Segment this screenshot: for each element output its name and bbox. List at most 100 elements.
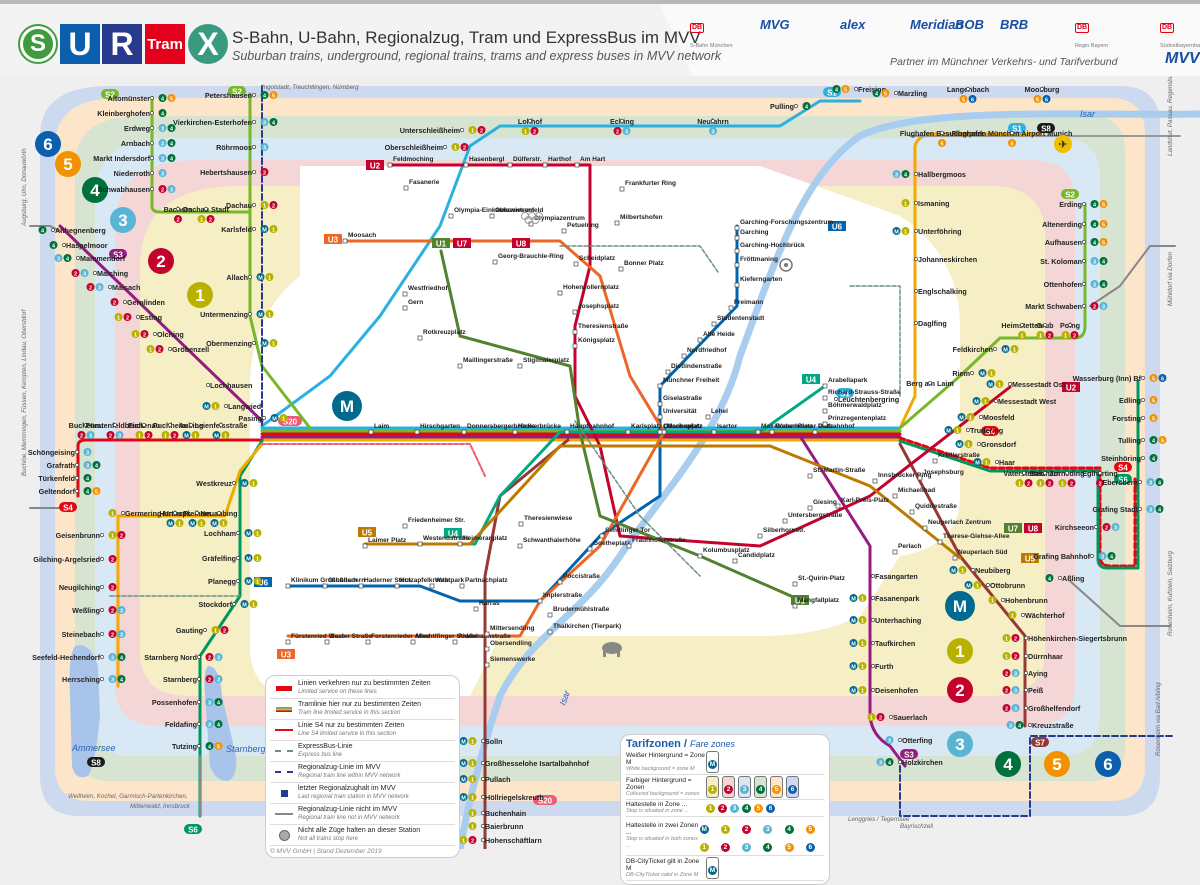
city-station[interactable]: St.-Quirin-Platz (792, 575, 846, 587)
city-station[interactable]: Laimer Platz (362, 537, 407, 549)
city-station[interactable]: Westpark (429, 577, 465, 589)
station[interactable]: Berg am Laim (906, 379, 954, 388)
station[interactable]: Johanneskirchen (914, 255, 977, 264)
line-badge-u8[interactable]: U8 (1024, 523, 1042, 534)
line-badge-u4[interactable]: U4 (802, 374, 820, 385)
city-station[interactable]: Stiglmaierplatz (517, 357, 570, 369)
city-station[interactable]: Poccistraße (557, 573, 600, 585)
city-station[interactable]: Basler Straße (324, 633, 372, 645)
city-station[interactable]: Richard-Strauss-Straße (822, 389, 901, 401)
station[interactable]: Puchheim12 (153, 421, 187, 439)
line-badge-s8[interactable]: S8 (1037, 123, 1055, 134)
line-badge-s2[interactable]: S2 (1061, 189, 1079, 200)
line-badge-s6[interactable]: S6 (184, 824, 202, 835)
city-station[interactable]: Hauptbahnhof (564, 423, 615, 435)
city-station[interactable]: Moosach (342, 232, 376, 244)
station[interactable]: Germering-Unterpf.1 (108, 509, 192, 518)
station[interactable]: Zorneding12 (1049, 469, 1084, 487)
city-station[interactable]: Candidplatz (732, 552, 776, 564)
city-station[interactable]: Untersbergstraße (782, 512, 843, 524)
city-station[interactable]: Schwanthalerhöhe (517, 537, 581, 549)
city-station[interactable]: Neuperlach Zentrum (922, 519, 991, 531)
city-station[interactable]: Karl-Preis-Platz (835, 497, 890, 509)
city-station[interactable]: Josephsplatz (572, 303, 620, 315)
station[interactable]: Poing12 (1060, 321, 1080, 339)
city-station[interactable]: Ostbahnhof (812, 423, 855, 435)
city-station[interactable]: Giesing (807, 499, 837, 511)
city-station[interactable]: Westendstraße (417, 535, 470, 547)
city-station[interactable]: Innsbrucker Ring (872, 472, 931, 484)
city-station[interactable]: Oberwiesenfeld (489, 207, 543, 219)
city-station[interactable]: Bonner Platz (618, 260, 664, 272)
city-station[interactable]: Aidenbachstraße (452, 633, 511, 645)
city-station[interactable]: Perlach (892, 543, 922, 555)
city-station[interactable]: Theresienwiese (518, 515, 573, 527)
city-station[interactable]: Odeonsplatz (657, 423, 703, 435)
city-station[interactable]: Maillingerstraße (457, 357, 513, 369)
station[interactable]: HarthausM1 (159, 509, 190, 527)
city-station[interactable]: Partnachplatz (459, 577, 508, 589)
city-station[interactable]: Giselastraße (657, 395, 702, 407)
city-station[interactable]: Westfriedhof (402, 285, 448, 297)
city-station[interactable]: Arabellapark (822, 377, 868, 389)
line-badge-u3[interactable]: U3 (324, 234, 342, 245)
city-station[interactable]: Harthof (542, 156, 572, 168)
city-station[interactable]: Milbertshofen (614, 214, 663, 226)
line-badge-s7[interactable]: S7 (1031, 737, 1049, 748)
city-station[interactable]: Prinzregentenplatz (822, 415, 887, 427)
city-station[interactable]: Heimeranplatz (457, 535, 508, 547)
city-station[interactable]: Frankfurter Ring (619, 180, 676, 192)
city-station[interactable]: Theresienstraße (572, 323, 629, 335)
city-station[interactable]: Thalkirchen (Tierpark) (547, 623, 621, 635)
city-station[interactable]: Therese-Giehse-Allee (937, 533, 1010, 545)
city-station[interactable]: Fraunhoferstraße (626, 537, 686, 549)
line-badge-u3[interactable]: U3 (277, 649, 295, 660)
line-badge-s8[interactable]: S8 (87, 757, 105, 768)
city-station[interactable]: Hirschgarten (414, 423, 460, 435)
